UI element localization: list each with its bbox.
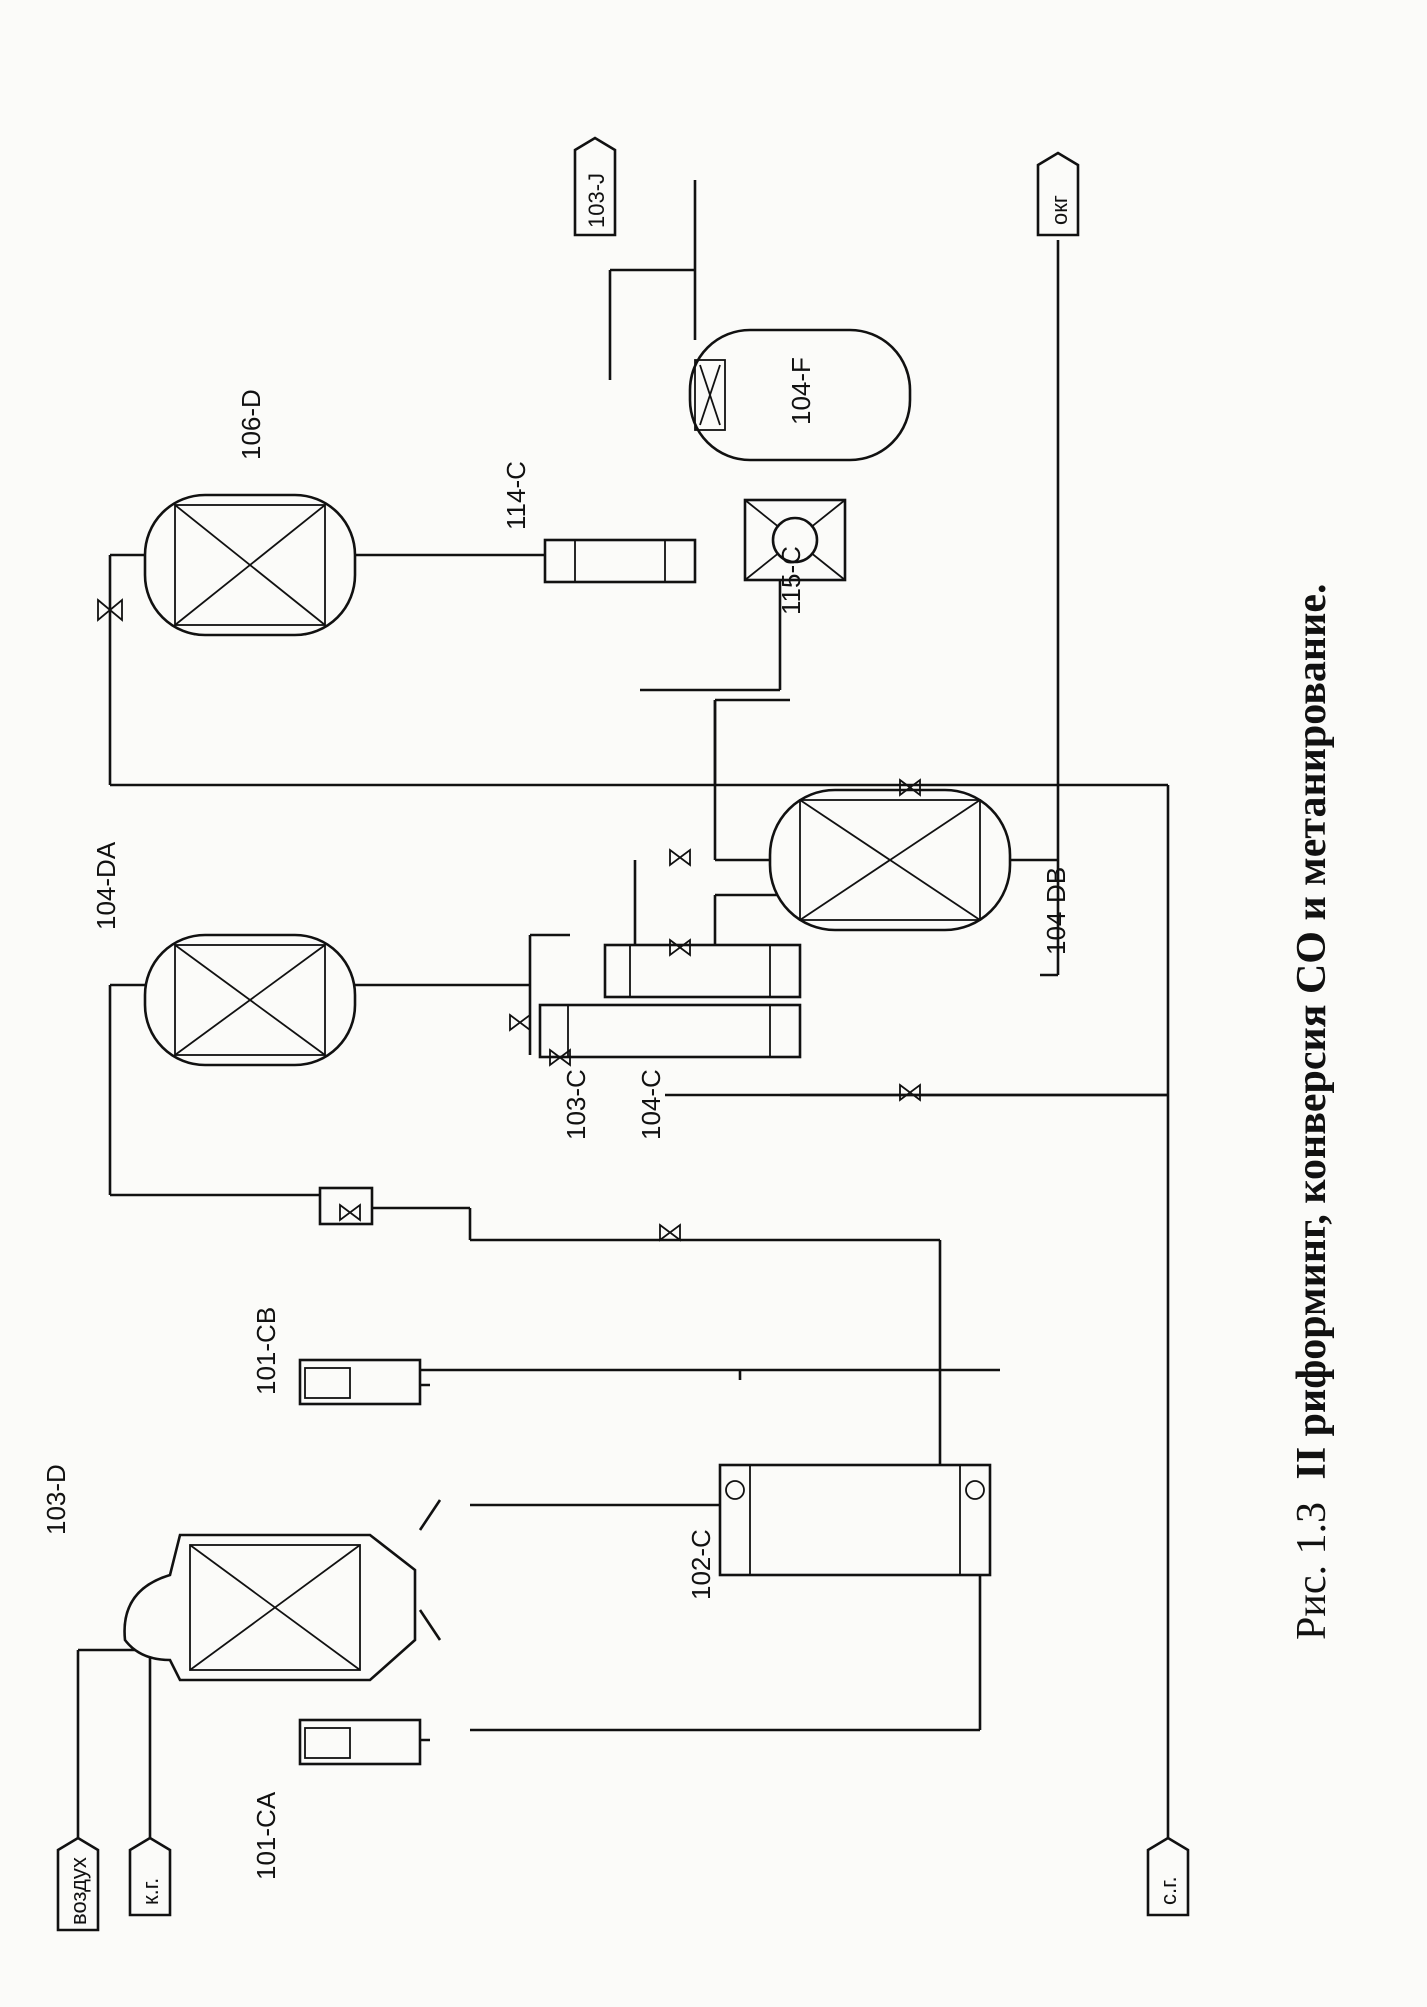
pipelines [76,180,1170,1840]
label-115c: 115-C [776,546,806,615]
exchanger-102c [718,1463,992,1577]
svg-text:103-J: 103-J [584,173,609,228]
reactor-104da [143,933,357,1067]
secondary-reformer-103d [123,1533,417,1682]
drawing: воздух к.г. с.г. 103-J окг 101-CA 103-D … [41,136,1335,1932]
label-101ca: 101-CA [251,1791,281,1880]
svg-text:Рис. 1.3 II риформинг,: Рис. 1.3 II риформинг, конверсия СО и ме… [1289,584,1335,1640]
caption-title: II риформинг, конверсия СО и метанирован… [1289,584,1335,1480]
svg-text:с.г.: с.г. [1156,1876,1181,1905]
label-114c: 114-C [501,461,531,530]
valves [97,598,921,1242]
label-104db: 104-DB [1041,867,1071,955]
separator-104f [688,328,912,462]
stream-tag-condensate: окг [1036,151,1080,237]
equipment-labels: 101-CA 103-D 101-CB 102-C 104-DA 103-C 1… [41,357,1071,1880]
stream-tag-syngas: с.г. [1146,1836,1190,1917]
label-104da: 104-DA [91,841,121,930]
air-cooler-115c [743,498,847,582]
label-104f: 104-F [786,357,816,425]
svg-text:воздух: воздух [66,1857,91,1925]
stream-tag-103j: 103-J [573,136,617,237]
small-exchanger [318,1186,374,1226]
methanator-106d [143,493,357,637]
figure-caption: Рис. 1.3 II риформинг, конверсия СО и ме… [1289,584,1335,1640]
waste-heat-boiler-101cb [298,1358,422,1406]
stream-tag-natural-gas: к.г. [128,1836,172,1917]
exchanger-104c [603,943,802,999]
label-101cb: 101-CB [251,1307,281,1395]
caption-prefix: Рис. 1.3 [1289,1502,1335,1640]
label-106d: 106-D [236,389,266,460]
exchanger-103c [538,1003,802,1059]
stream-tag-air: воздух [56,1836,100,1932]
reactor-104db [768,788,1012,932]
cooler-114c [543,538,697,584]
label-104c: 104-C [636,1069,666,1140]
svg-text:к.г.: к.г. [138,1878,163,1905]
svg-text:окг: окг [1047,195,1072,225]
label-103c: 103-C [561,1069,591,1140]
waste-heat-boiler-101ca [298,1718,422,1766]
label-103d: 103-D [41,1464,71,1535]
label-102c: 102-C [686,1529,716,1600]
